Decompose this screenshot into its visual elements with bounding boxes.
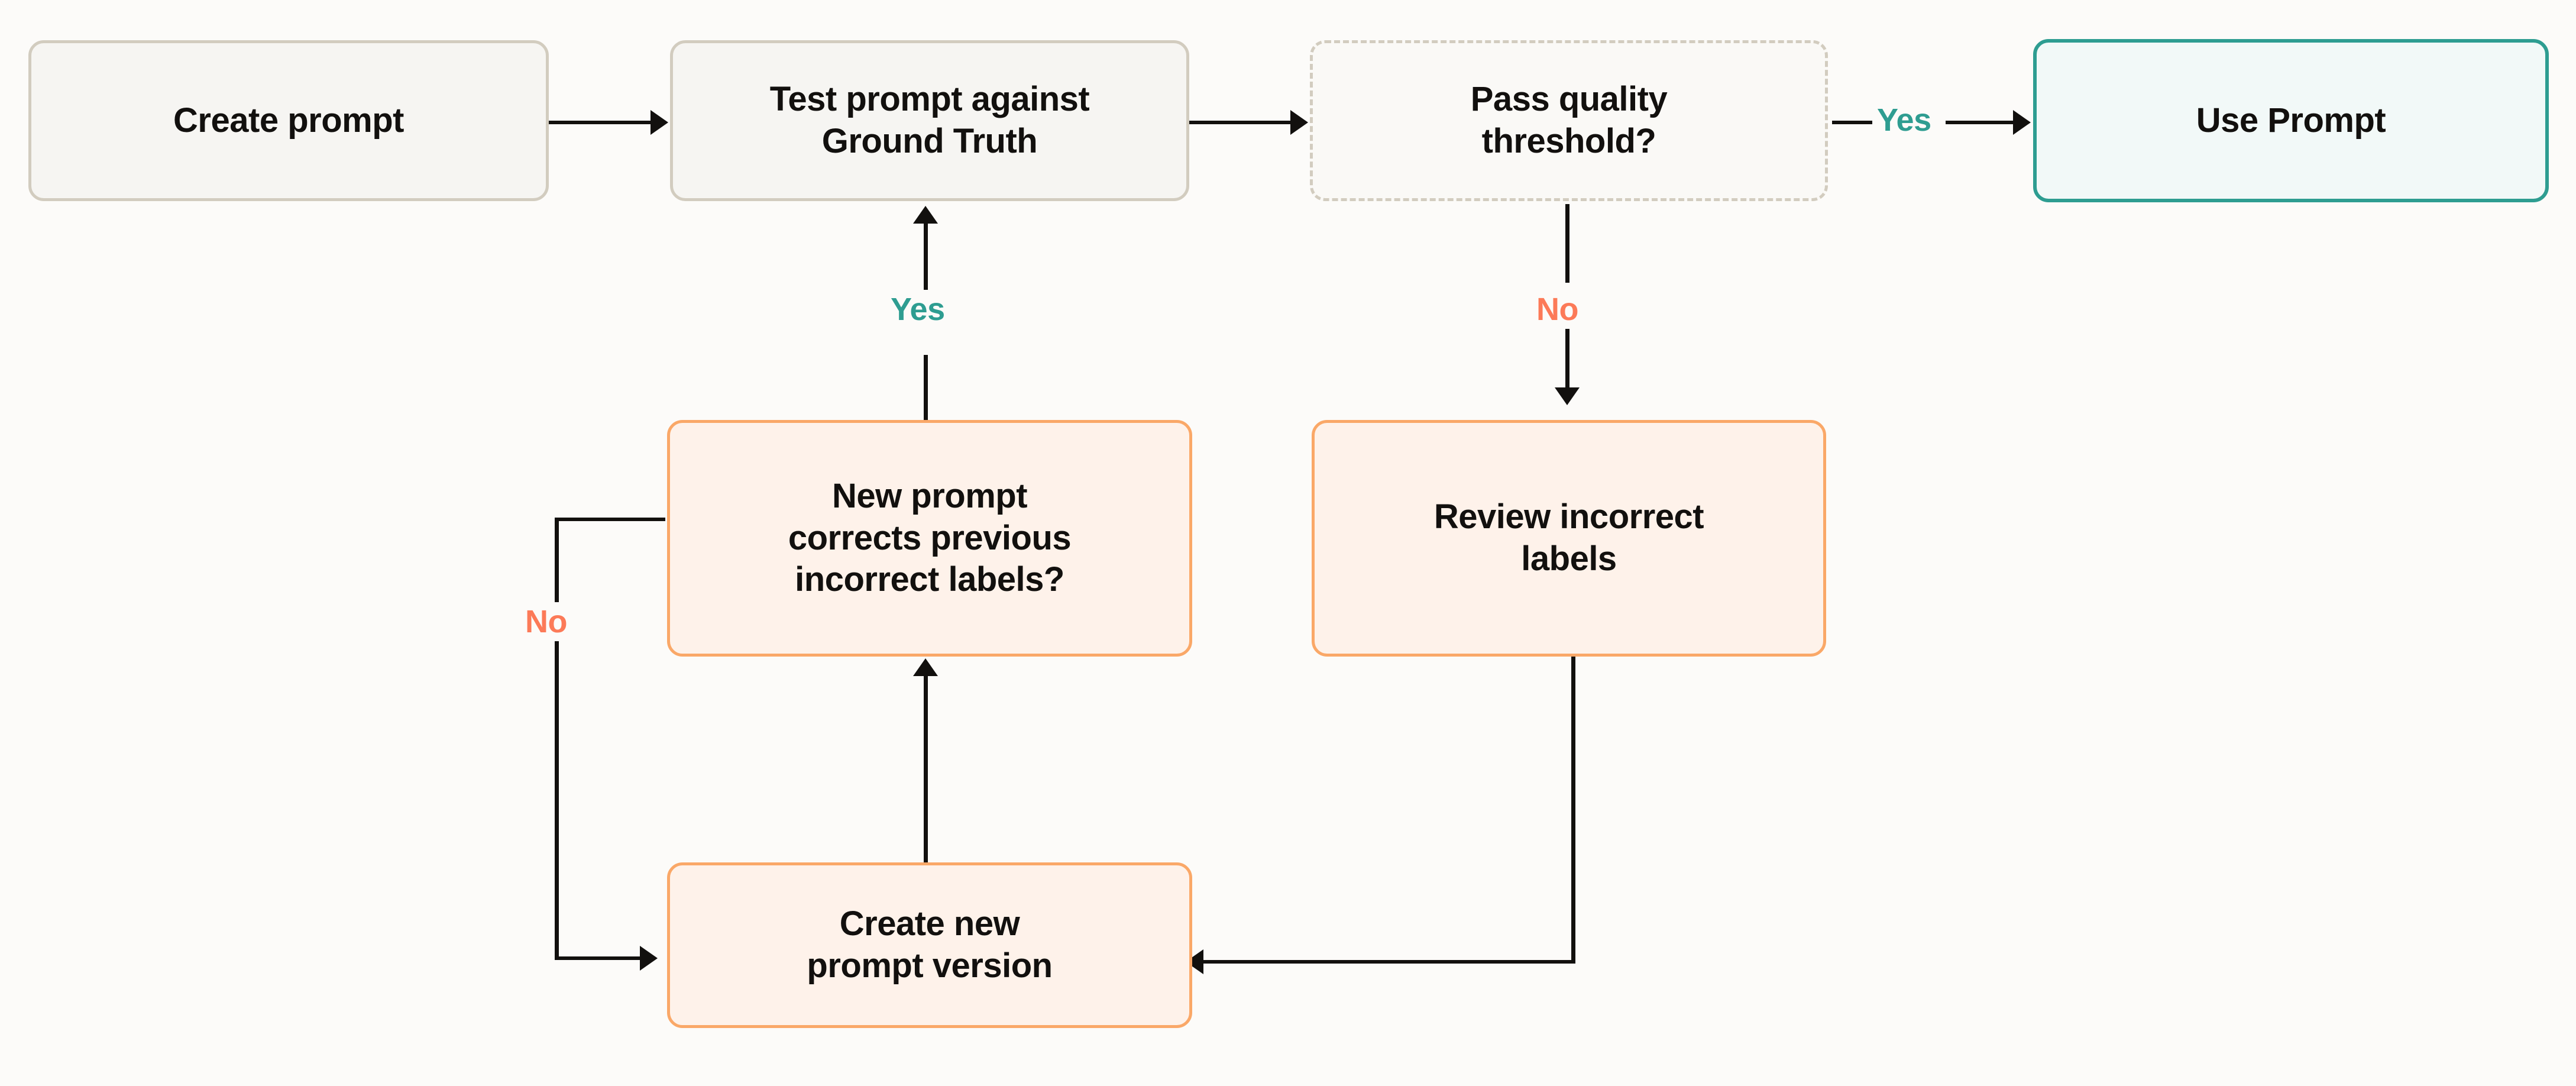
node-use-prompt[interactable]: Use Prompt	[2033, 39, 2549, 202]
edge-pass-no-arrowhead	[1555, 387, 1580, 405]
node-new-prompt-corrects[interactable]: New prompt corrects previous incorrect l…	[667, 420, 1192, 657]
edge-test-to-pass-arrowhead	[1290, 110, 1308, 135]
node-create-new-prompt-version-label: Create new prompt version	[807, 904, 1053, 985]
edge-corrects-yes-line-bottom	[924, 355, 928, 421]
edge-pass-yes-line-left	[1832, 121, 1875, 124]
node-pass-quality-threshold-label: Pass quality threshold?	[1470, 80, 1668, 160]
node-create-prompt[interactable]: Create prompt	[28, 40, 549, 201]
node-test-prompt-label: Test prompt against Ground Truth	[769, 80, 1090, 160]
edge-pass-no-line-bottom	[1565, 327, 1569, 392]
edge-label-yes-top: Yes	[1872, 101, 1936, 140]
node-pass-quality-threshold[interactable]: Pass quality threshold?	[1310, 40, 1828, 201]
edge-pass-yes-line-right	[1946, 121, 2015, 124]
edge-review-to-create-new-hline	[1200, 960, 1575, 964]
edge-review-to-create-new-vline	[1571, 655, 1575, 964]
edge-corrects-yes-arrowhead	[913, 206, 938, 224]
node-new-prompt-corrects-label: New prompt corrects previous incorrect l…	[788, 476, 1072, 599]
edge-label-yes-left: Yes	[886, 290, 950, 329]
edge-create-to-test-line	[549, 121, 652, 124]
edge-corrects-no-vline-top	[555, 518, 559, 608]
edge-corrects-no-arrowhead	[640, 946, 658, 971]
edge-pass-no-line-top	[1565, 204, 1569, 283]
node-review-incorrect-labels[interactable]: Review incorrect labels	[1312, 420, 1826, 657]
node-create-prompt-label: Create prompt	[173, 101, 404, 140]
edge-create-new-to-corrects-arrowhead	[913, 658, 938, 676]
edge-test-to-pass-line	[1189, 121, 1292, 124]
edge-corrects-no-hline-top	[555, 518, 665, 521]
edge-corrects-no-hline-bottom	[555, 956, 643, 960]
edge-label-no-left: No	[520, 602, 572, 641]
node-review-incorrect-labels-label: Review incorrect labels	[1433, 497, 1704, 578]
node-test-prompt[interactable]: Test prompt against Ground Truth	[670, 40, 1189, 201]
edge-create-new-to-corrects-line	[924, 674, 928, 864]
edge-corrects-yes-line-top	[924, 222, 928, 298]
edge-create-to-test-arrowhead	[651, 110, 668, 135]
node-create-new-prompt-version[interactable]: Create new prompt version	[667, 862, 1192, 1028]
node-use-prompt-label: Use Prompt	[2196, 101, 2386, 140]
edge-label-no-right: No	[1532, 290, 1583, 329]
edge-pass-yes-arrowhead	[2013, 110, 2031, 135]
edge-corrects-no-vline-bottom	[555, 640, 559, 960]
